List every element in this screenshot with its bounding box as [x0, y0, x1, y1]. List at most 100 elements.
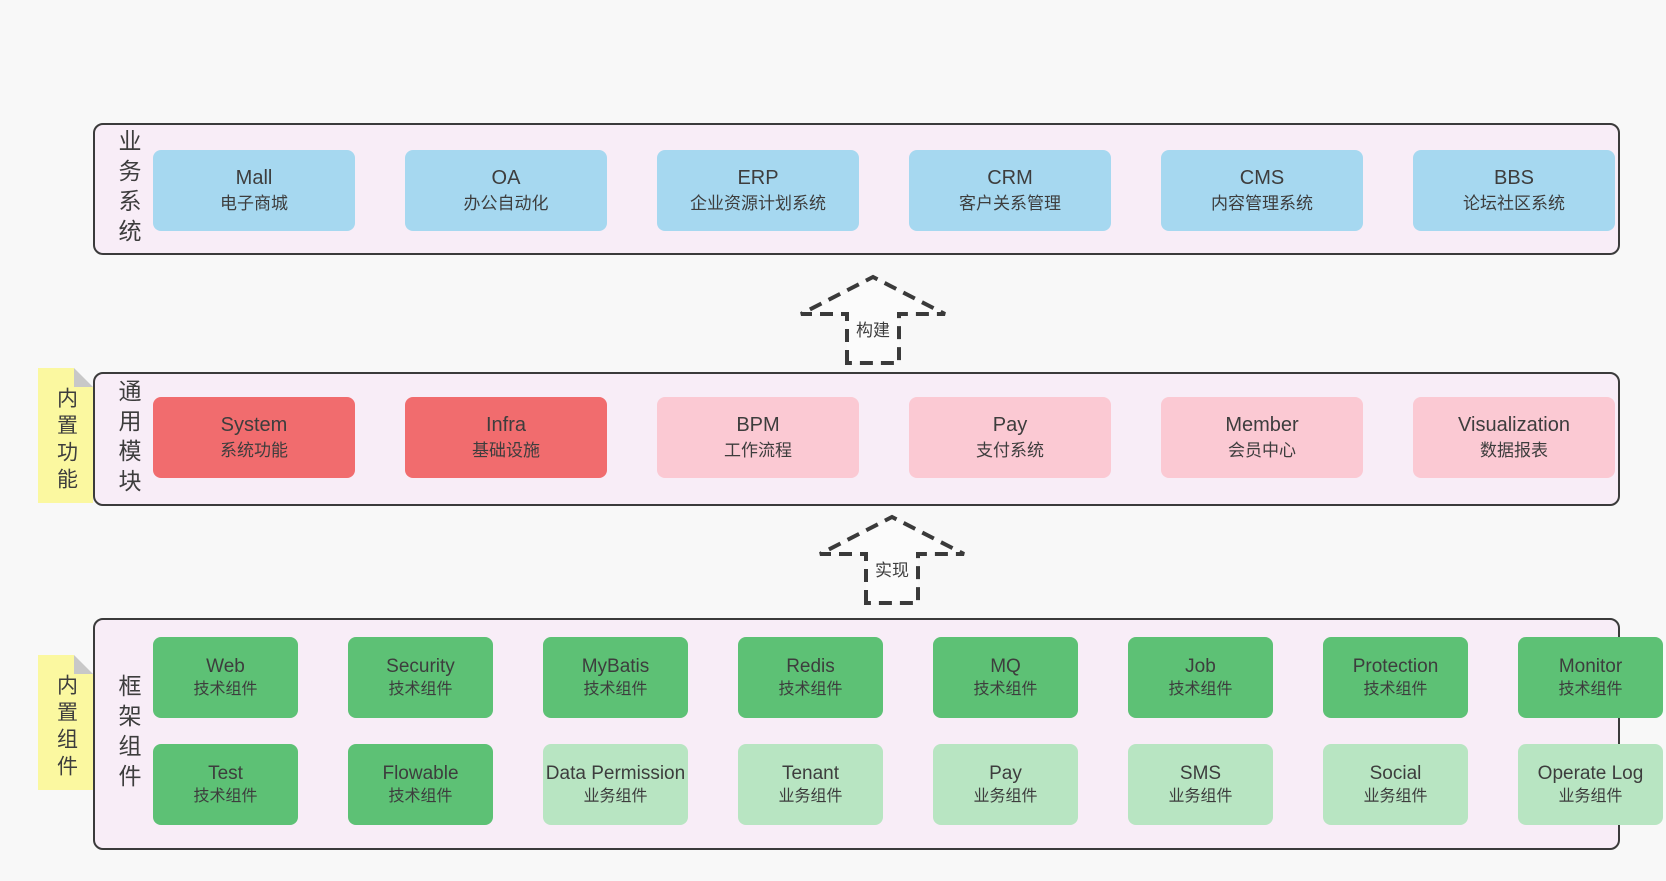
- box-subtitle: 技术组件: [583, 680, 648, 698]
- box-subtitle: 业务组件: [583, 787, 648, 805]
- box-title: BPM: [736, 413, 780, 436]
- box-crm: CRM 客户关系管理: [909, 150, 1111, 231]
- box-subtitle: 会员中心: [1228, 440, 1296, 460]
- arrow-implement: 实现: [812, 512, 972, 606]
- box-test: Test 技术组件: [153, 744, 298, 825]
- box-title: BBS: [1493, 166, 1535, 189]
- box-mybatis: MyBatis 技术组件: [543, 637, 688, 718]
- box-title: Mall: [235, 166, 273, 189]
- box-title: SMS: [1179, 762, 1222, 784]
- framework-components-row-1: Web 技术组件 Security 技术组件 MyBatis 技术组件 Redi…: [153, 637, 1663, 718]
- box-title: OA: [491, 166, 521, 189]
- box-oa: OA 办公自动化: [405, 150, 607, 231]
- box-subtitle: 技术组件: [1363, 680, 1428, 698]
- sticky-note-text: 内置功能: [54, 386, 78, 495]
- box-redis: Redis 技术组件: [738, 637, 883, 718]
- box-bbs: BBS 论坛社区系统: [1413, 150, 1615, 231]
- box-job: Job 技术组件: [1128, 637, 1273, 718]
- band-business-systems-label: 业务系统: [115, 129, 141, 249]
- box-security: Security 技术组件: [348, 637, 493, 718]
- box-subtitle: 业务组件: [1363, 787, 1428, 805]
- box-web: Web 技术组件: [153, 637, 298, 718]
- box-title: Security: [386, 655, 455, 677]
- box-mq: MQ 技术组件: [933, 637, 1078, 718]
- box-title: Member: [1225, 413, 1299, 436]
- box-subtitle: 论坛社区系统: [1463, 193, 1565, 213]
- box-infra: Infra 基础设施: [405, 397, 607, 478]
- box-subtitle: 内容管理系统: [1211, 193, 1313, 213]
- box-subtitle: 工作流程: [724, 440, 792, 460]
- box-subtitle: 技术组件: [1168, 680, 1233, 698]
- box-title: Protection: [1352, 655, 1439, 677]
- box-subtitle: 客户关系管理: [959, 193, 1061, 213]
- box-system: System 系统功能: [153, 397, 355, 478]
- box-title: CRM: [987, 166, 1033, 189]
- common-modules-row: System 系统功能 Infra 基础设施 BPM 工作流程 Pay 支付系统…: [153, 397, 1615, 478]
- band-framework-components-label: 框架组件: [115, 674, 141, 794]
- box-subtitle: 支付系统: [976, 440, 1044, 460]
- box-subtitle: 数据报表: [1480, 440, 1548, 460]
- box-subtitle: 业务组件: [1558, 787, 1623, 805]
- box-subtitle: 业务组件: [778, 787, 843, 805]
- box-title: Test: [208, 762, 243, 784]
- box-subtitle: 技术组件: [193, 680, 258, 698]
- box-subtitle: 技术组件: [193, 787, 258, 805]
- box-erp: ERP 企业资源计划系统: [657, 150, 859, 231]
- box-title: Infra: [485, 413, 527, 436]
- box-title: Tenant: [781, 762, 840, 784]
- box-subtitle: 办公自动化: [463, 193, 549, 213]
- box-title: Pay: [992, 413, 1028, 436]
- box-bpm: BPM 工作流程: [657, 397, 859, 478]
- box-title: Operate Log: [1537, 762, 1644, 784]
- box-subtitle: 基础设施: [472, 440, 540, 460]
- box-subtitle: 企业资源计划系统: [690, 193, 826, 213]
- folded-corner-icon: [74, 368, 93, 387]
- box-cms: CMS 内容管理系统: [1161, 150, 1363, 231]
- sticky-note-built-in-features: 内置功能: [38, 368, 93, 503]
- band-common-modules-label: 通用模块: [115, 379, 141, 499]
- box-tenant: Tenant 业务组件: [738, 744, 883, 825]
- box-title: Monitor: [1558, 655, 1623, 677]
- box-subtitle: 业务组件: [973, 787, 1038, 805]
- box-title: Job: [1185, 655, 1216, 677]
- box-data-permission: Data Permission 业务组件: [543, 744, 688, 825]
- box-title: Pay: [989, 762, 1022, 784]
- box-pay-module: Pay 支付系统: [909, 397, 1111, 478]
- arrow-build-label: 构建: [853, 316, 893, 341]
- business-systems-row: Mall 电子商城 OA 办公自动化 ERP 企业资源计划系统 CRM 客户关系…: [153, 150, 1615, 231]
- box-subtitle: 技术组件: [778, 680, 843, 698]
- arrow-build: 构建: [793, 272, 953, 366]
- box-title: MQ: [990, 655, 1021, 677]
- box-sms: SMS 业务组件: [1128, 744, 1273, 825]
- box-title: Redis: [786, 655, 835, 677]
- box-protection: Protection 技术组件: [1323, 637, 1468, 718]
- box-subtitle: 技术组件: [1558, 680, 1623, 698]
- box-subtitle: 电子商城: [220, 193, 288, 213]
- box-monitor: Monitor 技术组件: [1518, 637, 1663, 718]
- box-title: Web: [206, 655, 245, 677]
- box-social: Social 业务组件: [1323, 744, 1468, 825]
- box-subtitle: 系统功能: [220, 440, 288, 460]
- box-operate-log: Operate Log 业务组件: [1518, 744, 1663, 825]
- arrow-implement-label: 实现: [872, 556, 912, 581]
- box-flowable: Flowable 技术组件: [348, 744, 493, 825]
- box-subtitle: 业务组件: [1168, 787, 1233, 805]
- box-title: MyBatis: [581, 655, 650, 677]
- folded-corner-icon: [74, 655, 93, 674]
- box-title: Data Permission: [545, 762, 686, 784]
- box-title: System: [220, 413, 288, 436]
- box-visualization: Visualization 数据报表: [1413, 397, 1615, 478]
- box-subtitle: 技术组件: [388, 680, 453, 698]
- box-title: Social: [1369, 762, 1422, 784]
- box-mall: Mall 电子商城: [153, 150, 355, 231]
- sticky-note-built-in-components: 内置组件: [38, 655, 93, 790]
- box-title: CMS: [1239, 166, 1285, 189]
- box-member: Member 会员中心: [1161, 397, 1363, 478]
- box-pay-component: Pay 业务组件: [933, 744, 1078, 825]
- framework-components-row-2: Test 技术组件 Flowable 技术组件 Data Permission …: [153, 744, 1663, 825]
- band-framework-components: 框架组件 Web 技术组件 Security 技术组件 MyBatis 技术组件…: [93, 618, 1663, 850]
- band-common-modules: 通用模块 System 系统功能 Infra 基础设施 BPM 工作流程 Pay…: [93, 372, 1620, 506]
- sticky-note-text: 内置组件: [54, 673, 78, 782]
- band-business-systems: 业务系统 Mall 电子商城 OA 办公自动化 ERP 企业资源计划系统 CRM…: [93, 123, 1620, 255]
